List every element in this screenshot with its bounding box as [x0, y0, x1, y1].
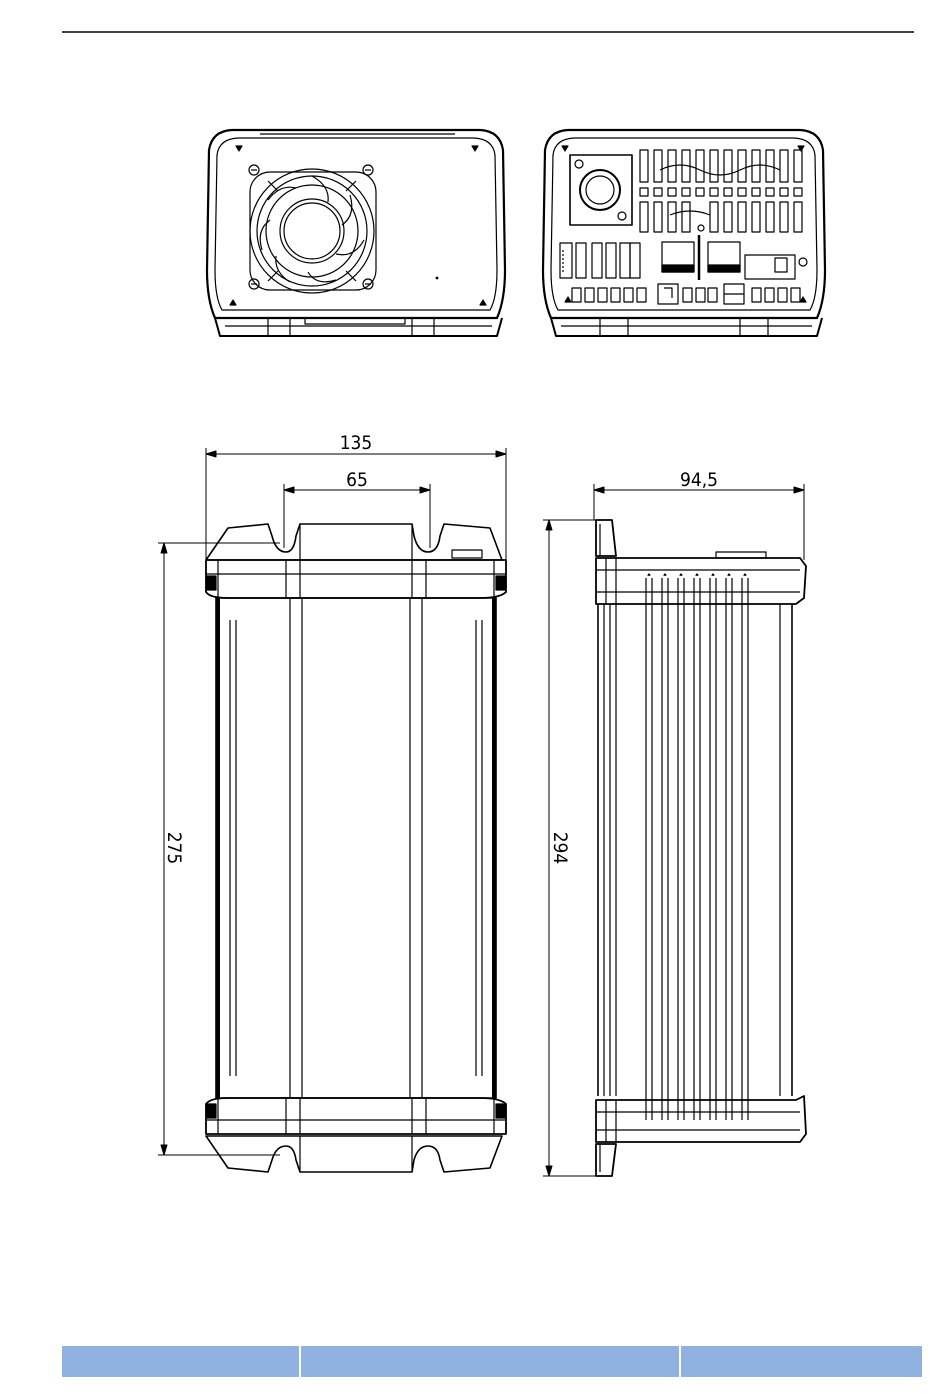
- dim-depth: 94,5: [680, 469, 718, 491]
- dim-total-width: 135: [340, 432, 373, 454]
- ventilation-grille: [640, 150, 802, 232]
- top-view: [206, 524, 506, 1172]
- rear-view-connector-side: [543, 130, 825, 336]
- footer-cell-center: [301, 1346, 681, 1377]
- power-connector-icon: [570, 155, 632, 225]
- socket-row: [572, 284, 800, 304]
- footer-cell-right: [681, 1346, 922, 1377]
- front-view-fan-side: [207, 130, 505, 336]
- cooling-fins: [646, 574, 748, 1120]
- dim-total-length: 294: [549, 832, 571, 865]
- footer-cell-left: [62, 1346, 301, 1377]
- side-view: [596, 520, 806, 1176]
- dim-mount-length: 275: [163, 832, 185, 865]
- screw-icon: [249, 165, 373, 289]
- terminal-block-icon: [560, 242, 807, 279]
- fan-icon: [250, 169, 376, 293]
- dim-mount-spacing: 65: [346, 469, 368, 491]
- footer-bar: [62, 1346, 922, 1377]
